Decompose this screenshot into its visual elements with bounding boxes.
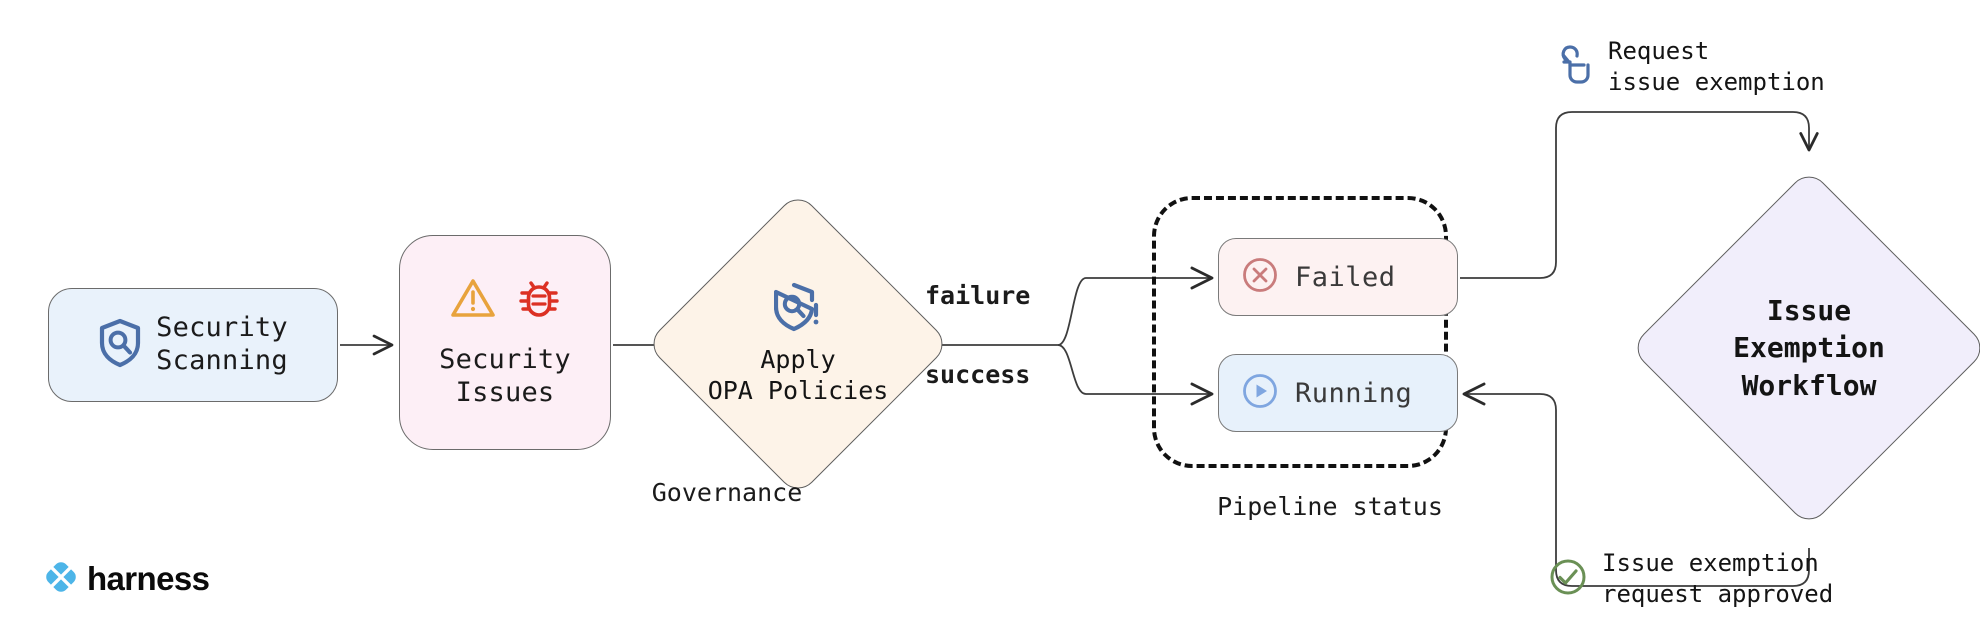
annotation-issue-exemption-approved: Issue exemption request approved	[1548, 548, 1833, 609]
brand-name: harness	[87, 560, 210, 597]
edge-label-success: success	[925, 360, 1031, 389]
diamond-content-exemption: Issue Exemption Workflow	[1733, 292, 1885, 404]
node-security-scanning-label: Security Scanning	[156, 312, 288, 376]
shield-alert-search-icon	[773, 282, 822, 338]
edge-fork-to-failed	[1057, 266, 1214, 346]
brand-harness: harness	[44, 560, 210, 598]
node-security-issues[interactable]: Security Issues	[399, 235, 611, 450]
status-chip-running-label: Running	[1295, 377, 1413, 409]
click-hand-icon	[1556, 43, 1594, 91]
edge-exemption-to-running	[1462, 382, 1810, 587]
node-security-issues-label: Security Issues	[439, 343, 571, 408]
security-issues-icon-row	[450, 276, 560, 324]
warning-triangle-icon	[450, 277, 496, 323]
node-apply-opa-policies[interactable]: Apply OPA Policies	[643, 183, 953, 505]
shield-search-icon	[98, 318, 142, 372]
status-chip-running[interactable]: Running	[1218, 354, 1458, 432]
edge-failed-to-exemption	[1460, 111, 1819, 279]
node-security-scanning[interactable]: Security Scanning	[48, 288, 338, 402]
node-issue-exemption-workflow-label: Issue Exemption Workflow	[1733, 294, 1885, 402]
annotation-approved-text: Issue exemption request approved	[1602, 549, 1834, 608]
node-issue-exemption-workflow[interactable]: Issue Exemption Workflow	[1629, 148, 1980, 548]
annotation-request-text: Request issue exemption	[1608, 37, 1825, 96]
annotation-request-issue-exemption: Request issue exemption	[1556, 36, 1825, 97]
edge-label-failure: failure	[925, 281, 1031, 310]
harness-logo-icon	[44, 560, 78, 598]
x-circle-icon	[1241, 256, 1279, 298]
status-chip-failed-label: Failed	[1295, 261, 1396, 293]
node-apply-opa-policies-label: Apply OPA Policies	[707, 344, 889, 406]
edge-fork-to-running	[1057, 344, 1214, 406]
diamond-content-opa: Apply OPA Policies	[707, 282, 889, 407]
caption-pipeline-status: Pipeline status	[1217, 492, 1443, 521]
caption-governance: Governance	[651, 478, 803, 507]
bug-icon	[518, 276, 560, 324]
play-circle-icon	[1241, 372, 1279, 414]
status-chip-failed[interactable]: Failed	[1218, 238, 1458, 316]
check-circle-icon	[1548, 557, 1588, 601]
pipeline-status-group	[1152, 196, 1448, 468]
